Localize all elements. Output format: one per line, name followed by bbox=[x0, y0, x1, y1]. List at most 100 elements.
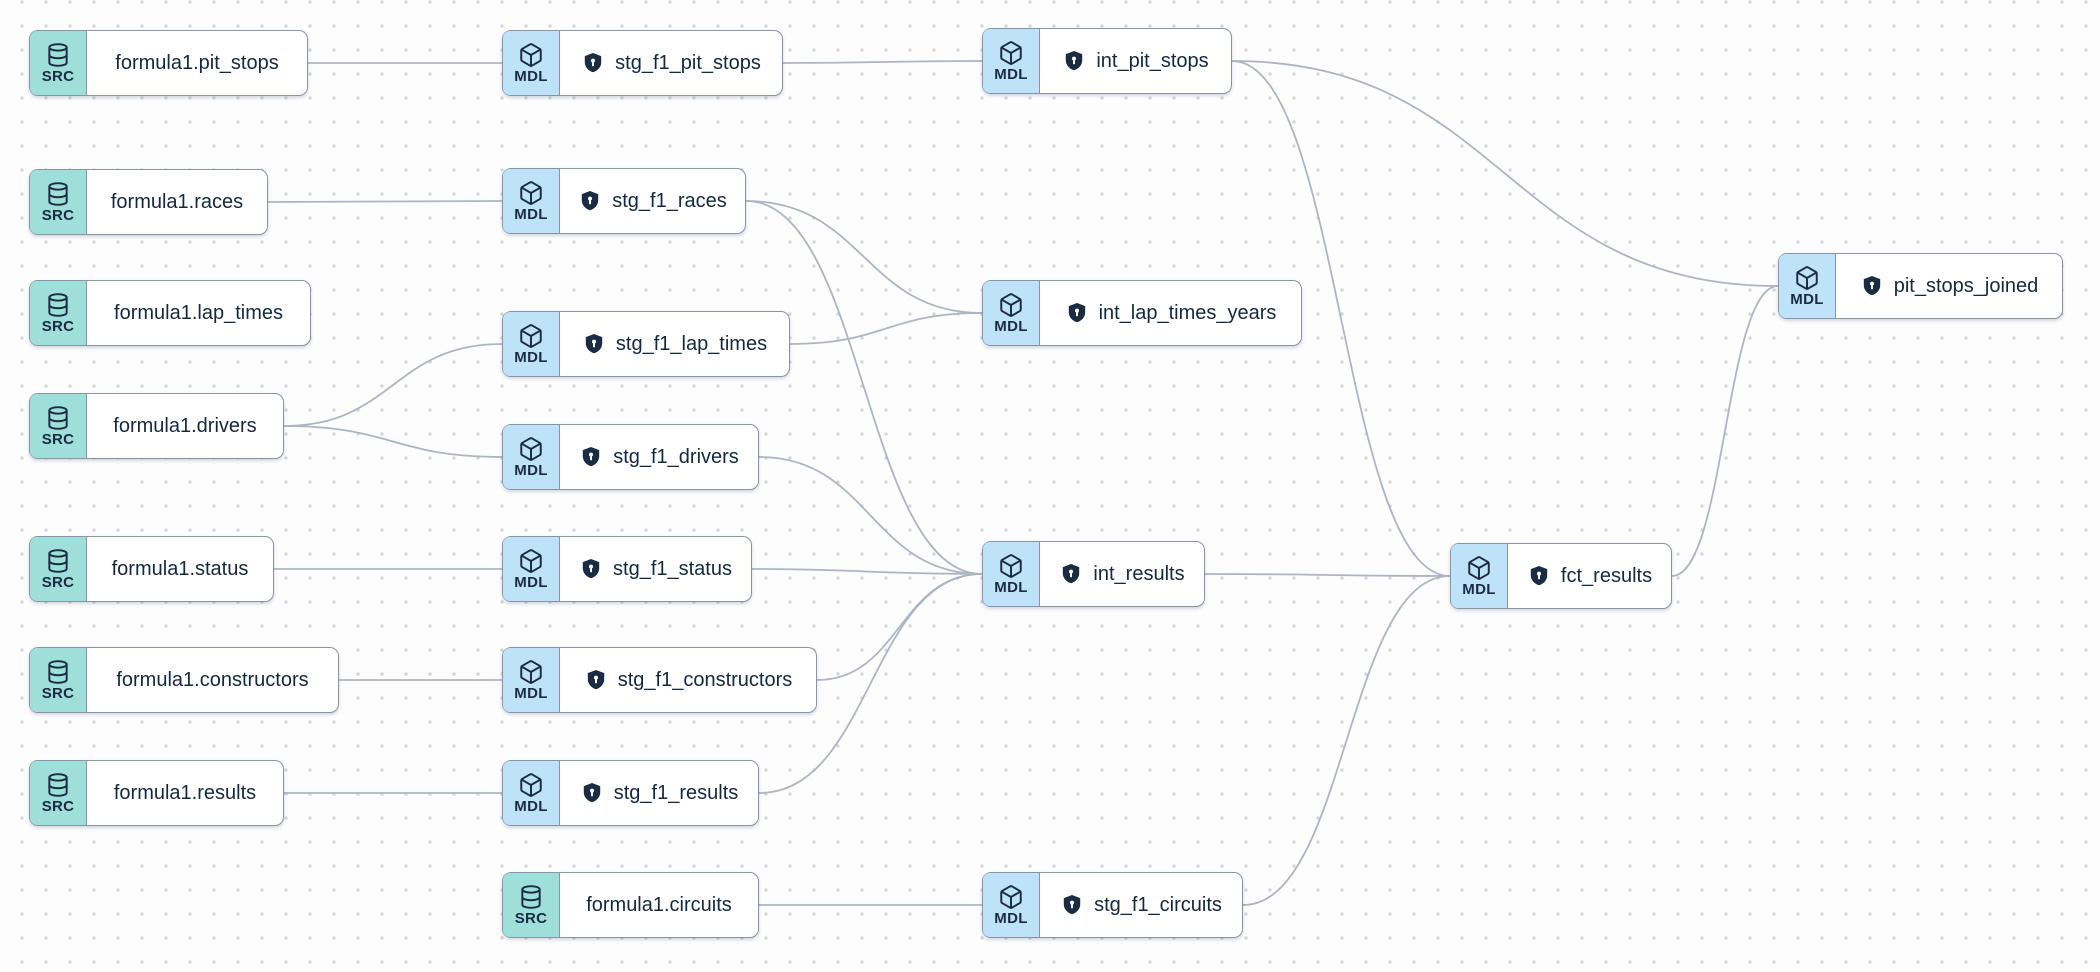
edge-stg_f1_circuits-to-fct_results bbox=[1242, 575, 1451, 906]
edge-fct_results-to-pit_stops_joined bbox=[1671, 285, 1779, 577]
dag-node-src_constructors[interactable]: SRC formula1.constructors bbox=[29, 647, 339, 713]
node-label: formula1.constructors bbox=[116, 668, 309, 691]
node-body: formula1.results bbox=[87, 761, 283, 825]
database-icon bbox=[518, 884, 544, 910]
badge-label: MDL bbox=[514, 349, 548, 366]
node-body: int_results bbox=[1040, 542, 1204, 606]
node-body: stg_f1_races bbox=[560, 169, 745, 233]
dag-node-int_pit_stops[interactable]: MDL int_pit_stops bbox=[982, 28, 1232, 94]
node-body: fct_results bbox=[1508, 544, 1671, 608]
database-icon bbox=[45, 292, 71, 318]
dag-node-stg_f1_results[interactable]: MDL stg_f1_results bbox=[502, 760, 759, 826]
mdl-badge: MDL bbox=[503, 312, 560, 376]
dag-node-fct_results[interactable]: MDL fct_results bbox=[1450, 543, 1672, 609]
shield-icon bbox=[1527, 564, 1551, 588]
mdl-badge: MDL bbox=[503, 761, 560, 825]
node-label: formula1.races bbox=[110, 190, 244, 213]
dag-node-int_results[interactable]: MDL int_results bbox=[982, 541, 1205, 607]
node-label: formula1.status bbox=[111, 557, 249, 580]
mdl-badge: MDL bbox=[503, 169, 560, 233]
node-body: formula1.constructors bbox=[87, 648, 338, 712]
mdl-badge: MDL bbox=[1451, 544, 1508, 608]
cube-icon bbox=[998, 553, 1024, 579]
shield-icon bbox=[584, 668, 608, 692]
edge-int_results-to-fct_results bbox=[1204, 573, 1451, 577]
database-icon bbox=[45, 659, 71, 685]
src-badge: SRC bbox=[30, 648, 87, 712]
node-label: stg_f1_pit_stops bbox=[615, 51, 761, 74]
node-label: stg_f1_lap_times bbox=[615, 332, 768, 355]
cube-icon bbox=[1794, 265, 1820, 291]
mdl-badge: MDL bbox=[503, 425, 560, 489]
badge-label: SRC bbox=[41, 68, 75, 85]
dag-node-stg_f1_pit_stops[interactable]: MDL stg_f1_pit_stops bbox=[502, 30, 783, 96]
shield-icon bbox=[578, 189, 602, 213]
mdl-badge: MDL bbox=[503, 31, 560, 95]
node-body: stg_f1_lap_times bbox=[560, 312, 789, 376]
node-label: formula1.pit_stops bbox=[115, 51, 279, 74]
cube-icon bbox=[518, 548, 544, 574]
badge-label: SRC bbox=[41, 431, 75, 448]
edge-stg_f1_constructors-to-int_results bbox=[816, 573, 983, 681]
src-badge: SRC bbox=[30, 537, 87, 601]
badge-label: SRC bbox=[41, 318, 75, 335]
dag-node-stg_f1_drivers[interactable]: MDL stg_f1_drivers bbox=[502, 424, 759, 490]
node-body: int_pit_stops bbox=[1040, 29, 1231, 93]
edge-int_pit_stops-to-fct_results bbox=[1231, 60, 1451, 577]
badge-label: MDL bbox=[514, 68, 548, 85]
dag-node-src_drivers[interactable]: SRC formula1.drivers bbox=[29, 393, 284, 459]
shield-icon bbox=[1065, 301, 1089, 325]
node-label: stg_f1_drivers bbox=[613, 445, 739, 468]
dag-node-stg_f1_status[interactable]: MDL stg_f1_status bbox=[502, 536, 752, 602]
badge-label: MDL bbox=[994, 66, 1028, 83]
src-badge: SRC bbox=[30, 394, 87, 458]
edge-int_pit_stops-to-pit_stops_joined bbox=[1231, 60, 1779, 287]
badge-label: SRC bbox=[41, 798, 75, 815]
node-label: pit_stops_joined bbox=[1893, 274, 2039, 297]
edge-src_races-to-stg_f1_races bbox=[267, 200, 503, 203]
node-body: stg_f1_pit_stops bbox=[560, 31, 782, 95]
dag-node-src_lap_times[interactable]: SRC formula1.lap_times bbox=[29, 280, 311, 346]
node-body: stg_f1_drivers bbox=[560, 425, 758, 489]
node-body: formula1.lap_times bbox=[87, 281, 310, 345]
node-body: stg_f1_status bbox=[560, 537, 751, 601]
node-label: fct_results bbox=[1560, 564, 1653, 587]
edge-stg_f1_drivers-to-int_results bbox=[758, 456, 983, 575]
node-label: int_pit_stops bbox=[1096, 49, 1209, 72]
database-icon bbox=[45, 42, 71, 68]
mdl-badge: MDL bbox=[983, 542, 1040, 606]
node-body: stg_f1_results bbox=[560, 761, 758, 825]
database-icon bbox=[45, 772, 71, 798]
dag-node-src_pit_stops[interactable]: SRC formula1.pit_stops bbox=[29, 30, 308, 96]
badge-label: MDL bbox=[994, 579, 1028, 596]
node-label: int_results bbox=[1093, 562, 1185, 585]
shield-icon bbox=[1062, 49, 1086, 73]
node-label: formula1.circuits bbox=[586, 893, 732, 916]
badge-label: MDL bbox=[994, 910, 1028, 927]
node-body: int_lap_times_years bbox=[1040, 281, 1301, 345]
mdl-badge: MDL bbox=[983, 29, 1040, 93]
node-label: stg_f1_results bbox=[613, 781, 739, 804]
badge-label: MDL bbox=[1462, 581, 1496, 598]
badge-label: SRC bbox=[41, 574, 75, 591]
dag-node-stg_f1_lap_times[interactable]: MDL stg_f1_lap_times bbox=[502, 311, 790, 377]
node-body: pit_stops_joined bbox=[1836, 254, 2062, 318]
cube-icon bbox=[518, 436, 544, 462]
dag-node-src_results[interactable]: SRC formula1.results bbox=[29, 760, 284, 826]
cube-icon bbox=[1466, 555, 1492, 581]
node-label: formula1.drivers bbox=[113, 414, 257, 437]
badge-label: MDL bbox=[514, 574, 548, 591]
dag-node-src_status[interactable]: SRC formula1.status bbox=[29, 536, 274, 602]
cube-icon bbox=[518, 659, 544, 685]
node-body: formula1.races bbox=[87, 170, 267, 234]
mdl-badge: MDL bbox=[983, 873, 1040, 937]
